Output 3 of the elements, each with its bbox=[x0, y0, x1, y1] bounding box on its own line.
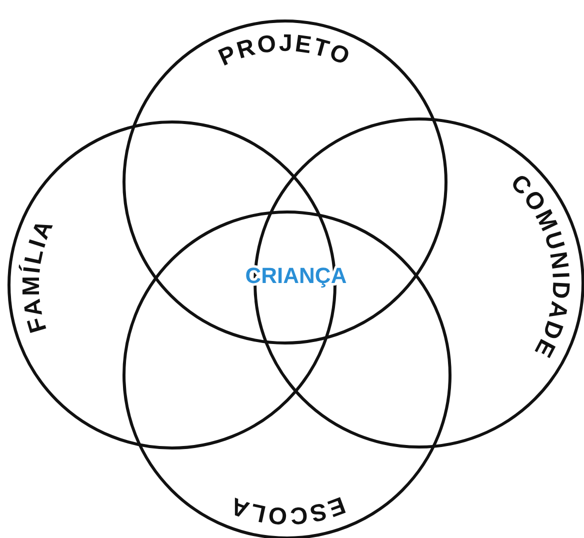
venn-circle bbox=[122, 20, 448, 344]
set-label: ESCOLA bbox=[225, 491, 349, 530]
set-label: PROJETO bbox=[214, 30, 356, 72]
